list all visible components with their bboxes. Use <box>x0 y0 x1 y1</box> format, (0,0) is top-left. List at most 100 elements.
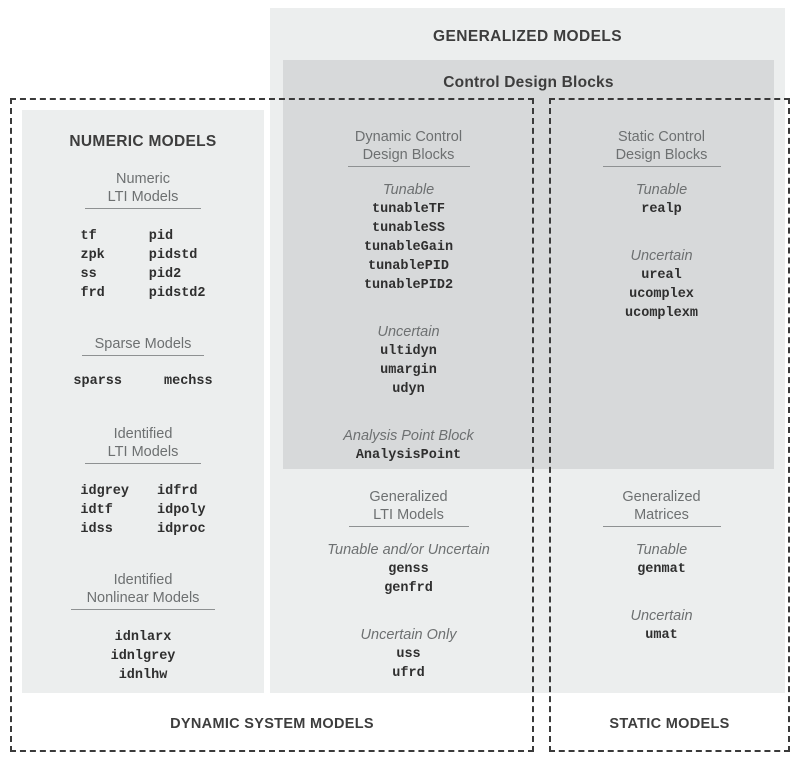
group-head-line1: Generalized <box>622 489 701 505</box>
function-name: ureal <box>641 268 682 283</box>
group-head-line2: Design Blocks <box>615 147 708 163</box>
group-underline <box>348 526 469 527</box>
group-head-line1: Sparse Models <box>94 336 192 352</box>
group-head-line1: Generalized <box>369 489 448 505</box>
function-name: idnlgrey <box>110 649 176 664</box>
function-name: realp <box>641 202 682 217</box>
function-name: sparss <box>73 374 122 389</box>
generalized-lti-uncertain-only-list: uss ufrd <box>283 645 534 683</box>
subhead-analysis-point-block: Analysis Point Block <box>343 428 474 444</box>
subhead-uncertain: Uncertain <box>377 324 440 340</box>
function-name: idtf <box>80 503 113 518</box>
subhead-tunable-and-or-uncertain: Tunable and/or Uncertain <box>327 542 490 558</box>
group-identified-lti-models: Identified LTI Models <box>22 425 264 464</box>
group-numeric-lti-models: Numeric LTI Models <box>22 170 264 209</box>
static-control-design-blocks-content: Static Control Design Blocks Tunable rea… <box>549 128 774 323</box>
group-underline <box>347 166 470 167</box>
numeric-models-title: NUMERIC MODELS <box>69 133 217 150</box>
group-head-line2: LTI Models <box>107 189 179 205</box>
group-head-line1: Identified <box>113 572 173 588</box>
function-name: mechss <box>164 374 213 389</box>
subhead-uncertain: Uncertain <box>630 248 693 264</box>
subhead-tunable: Tunable <box>635 182 688 198</box>
function-name: genfrd <box>384 581 433 596</box>
dynamic-tunable-list: tunableTF tunableSS tunableGain tunableP… <box>283 200 534 295</box>
function-name: umargin <box>380 363 437 378</box>
function-name: pid2 <box>148 267 182 282</box>
generalized-lti-tunable-uncertain-list: genss genfrd <box>283 560 534 598</box>
function-name: idnlhw <box>118 668 168 683</box>
group-sparse-models: Sparse Models <box>22 335 264 356</box>
identified-nonlinear-function-list: idnlarx idnlgrey idnlhw <box>22 628 264 685</box>
function-name: idpoly <box>157 503 206 518</box>
sparse-function-row: sparss mechss <box>22 374 264 389</box>
function-name: zpk <box>80 248 105 263</box>
group-head-line2: LTI Models <box>373 507 444 523</box>
static-tunable-list: realp <box>549 200 774 219</box>
group-head-line1: Numeric <box>116 171 170 187</box>
group-head-line2: Matrices <box>634 507 689 523</box>
dynamic-system-models-label: DYNAMIC SYSTEM MODELS <box>170 716 374 732</box>
function-name: tunableSS <box>372 221 445 236</box>
subhead-uncertain: Uncertain <box>630 608 693 624</box>
numeric-lti-function-grid: tf pid zpk pidstd ss pid2 frd pidstd2 <box>22 227 264 303</box>
generalized-models-title: GENERALIZED MODELS <box>433 28 622 45</box>
group-underline <box>85 463 201 464</box>
group-head-line2: Design Blocks <box>362 147 455 163</box>
group-dynamic-control-design-blocks: Dynamic Control Design Blocks <box>283 128 534 167</box>
group-head-line1: Identified <box>113 426 173 442</box>
group-head-line1: Dynamic Control <box>354 129 463 145</box>
subhead-tunable: Tunable <box>382 182 435 198</box>
dynamic-control-design-blocks-content: Dynamic Control Design Blocks Tunable tu… <box>283 128 534 465</box>
function-name: AnalysisPoint <box>355 448 462 463</box>
function-name: umat <box>645 628 678 643</box>
function-name: tunablePID2 <box>363 278 454 293</box>
group-underline <box>82 355 204 356</box>
function-name: pid <box>148 229 174 244</box>
group-identified-nonlinear-models: Identified Nonlinear Models <box>22 571 264 610</box>
group-underline <box>602 526 721 527</box>
subhead-tunable: Tunable <box>635 542 688 558</box>
numeric-models-content: Numeric LTI Models tf pid zpk pidstd ss … <box>22 170 264 685</box>
function-name: frd <box>80 286 105 301</box>
function-name: pidstd2 <box>148 286 206 301</box>
static-uncertain-list: ureal ucomplex ucomplexm <box>549 266 774 323</box>
function-name: ultidyn <box>380 344 437 359</box>
function-name: tunableGain <box>363 240 454 255</box>
group-underline <box>71 609 215 610</box>
function-name: tf <box>80 229 97 244</box>
function-name: genss <box>388 562 429 577</box>
dynamic-uncertain-list: ultidyn umargin udyn <box>283 342 534 399</box>
group-head-line2: LTI Models <box>107 444 179 460</box>
function-name: uss <box>396 647 421 662</box>
function-name: genmat <box>637 562 686 577</box>
function-name: idnlarx <box>114 630 172 645</box>
function-name: ss <box>80 267 97 282</box>
group-generalized-lti-models: Generalized LTI Models <box>283 488 534 527</box>
static-models-label: STATIC MODELS <box>609 716 730 732</box>
group-underline <box>602 166 721 167</box>
control-design-blocks-title: Control Design Blocks <box>443 74 614 91</box>
generalized-matrices-content: Generalized Matrices Tunable genmat Unce… <box>549 488 774 645</box>
function-name: ufrd <box>392 666 425 681</box>
function-name: idproc <box>157 522 206 537</box>
group-underline <box>85 208 201 209</box>
control-design-blocks-panel: Control Design Blocks <box>283 60 774 469</box>
function-name: udyn <box>392 382 425 397</box>
function-name: idss <box>80 522 113 537</box>
subhead-uncertain-only: Uncertain Only <box>360 627 457 643</box>
group-head-line2: Nonlinear Models <box>86 590 200 606</box>
function-name: ucomplex <box>629 287 694 302</box>
analysis-point-list: AnalysisPoint <box>283 446 534 465</box>
function-name: ucomplexm <box>625 306 698 321</box>
numeric-models-panel: NUMERIC MODELS <box>22 110 264 693</box>
function-name: idfrd <box>157 484 198 499</box>
group-generalized-matrices: Generalized Matrices <box>549 488 774 527</box>
group-head-line1: Static Control <box>617 129 706 145</box>
function-name: tunableTF <box>372 202 445 217</box>
function-name: idgrey <box>80 484 129 499</box>
group-static-control-design-blocks: Static Control Design Blocks <box>549 128 774 167</box>
identified-lti-function-grid: idgrey idfrd idtf idpoly idss idproc <box>22 482 264 539</box>
function-name: pidstd <box>148 248 198 263</box>
generalized-matrices-uncertain-list: umat <box>549 626 774 645</box>
